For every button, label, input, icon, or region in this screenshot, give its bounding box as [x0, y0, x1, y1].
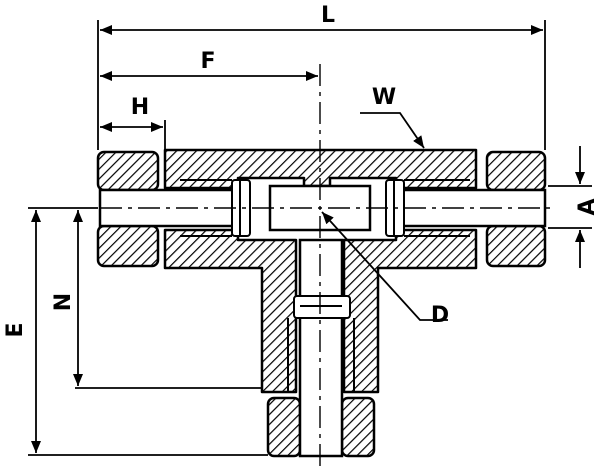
- label-D: D: [431, 303, 449, 328]
- bottom-nut-right: [340, 396, 376, 458]
- label-W: W: [372, 85, 396, 110]
- label-F: F: [200, 49, 215, 74]
- bottom-nut-left: [266, 396, 302, 458]
- label-E: E: [3, 322, 28, 337]
- label-A: A: [575, 198, 600, 215]
- label-H: H: [131, 95, 149, 120]
- body-lower-wall: [163, 228, 298, 394]
- leader-D: [321, 211, 448, 321]
- right-nut-upper: [485, 150, 547, 192]
- left-nut-lower: [96, 224, 160, 268]
- left-nut-upper: [96, 150, 160, 192]
- body-lower-wall-right: [342, 228, 478, 394]
- right-nut-lower: [485, 224, 547, 268]
- leader-W: [360, 112, 425, 149]
- branch-tube: [298, 238, 344, 458]
- label-N: N: [51, 293, 76, 311]
- label-L: L: [321, 3, 335, 28]
